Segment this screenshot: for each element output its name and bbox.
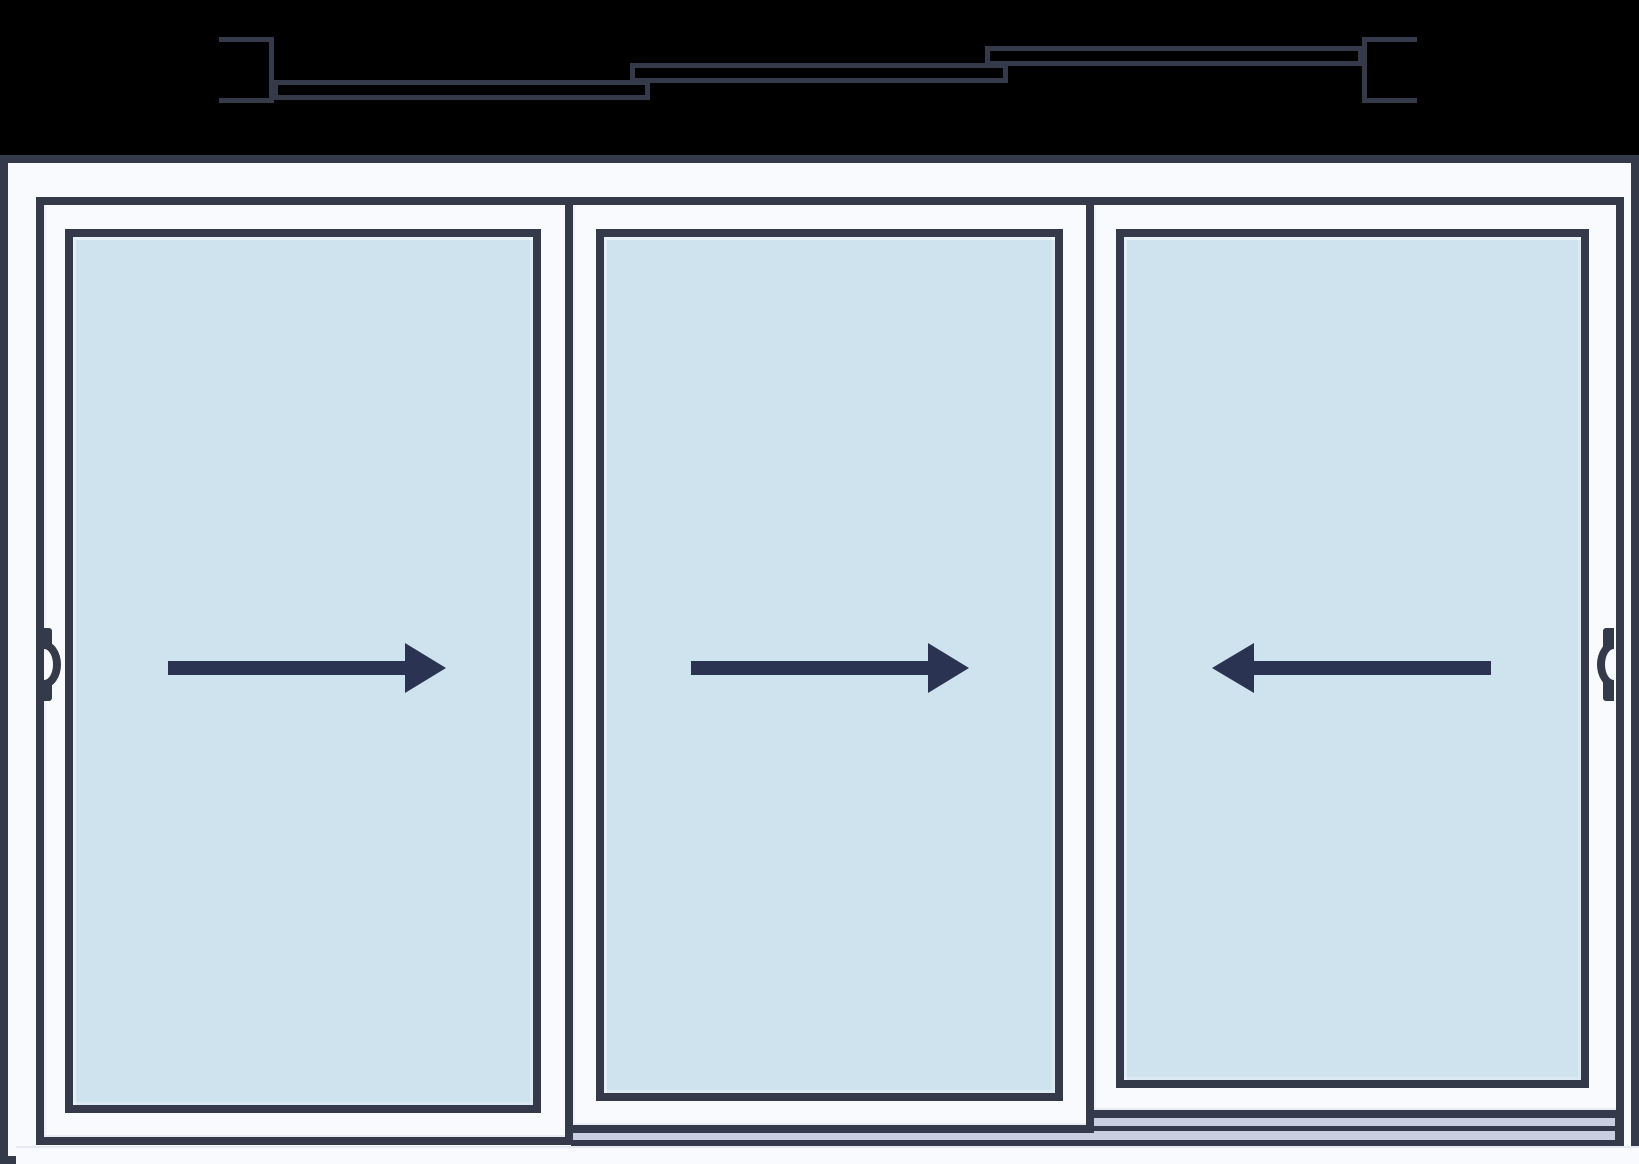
panel-1-glass [65,229,541,1113]
panel-3-glass [1116,229,1589,1088]
panel-1-slide-direction-arrow-icon [168,643,446,693]
panel-2-slide-direction-arrow-icon [691,643,969,693]
arrow-shaft [168,661,408,675]
arrow-left-head-icon [1212,643,1254,693]
panel-3-sash [1086,197,1624,1118]
arrow-right-head-icon [405,643,446,693]
track-end-cap [1615,1110,1624,1146]
left-pull-handle-arc-icon [44,641,61,688]
plan-right-jamb [1362,37,1417,103]
plan-panel-3-bar [985,46,1363,66]
arrow-right-head-icon [928,643,969,693]
arrow-shaft [691,661,931,675]
plan-panel-1-bar [273,80,650,100]
arrow-shaft [1251,661,1491,675]
panel-2-sash [565,197,1094,1133]
plan-panel-2-bar [630,63,1008,83]
window-frame [0,155,1639,1164]
track-plan-view [0,0,1639,155]
panel-3-slide-direction-arrow-icon [1212,643,1491,693]
sill-face [16,1146,1639,1164]
plan-left-jamb [219,37,274,103]
right-pull-handle-arc-icon [1597,641,1614,688]
